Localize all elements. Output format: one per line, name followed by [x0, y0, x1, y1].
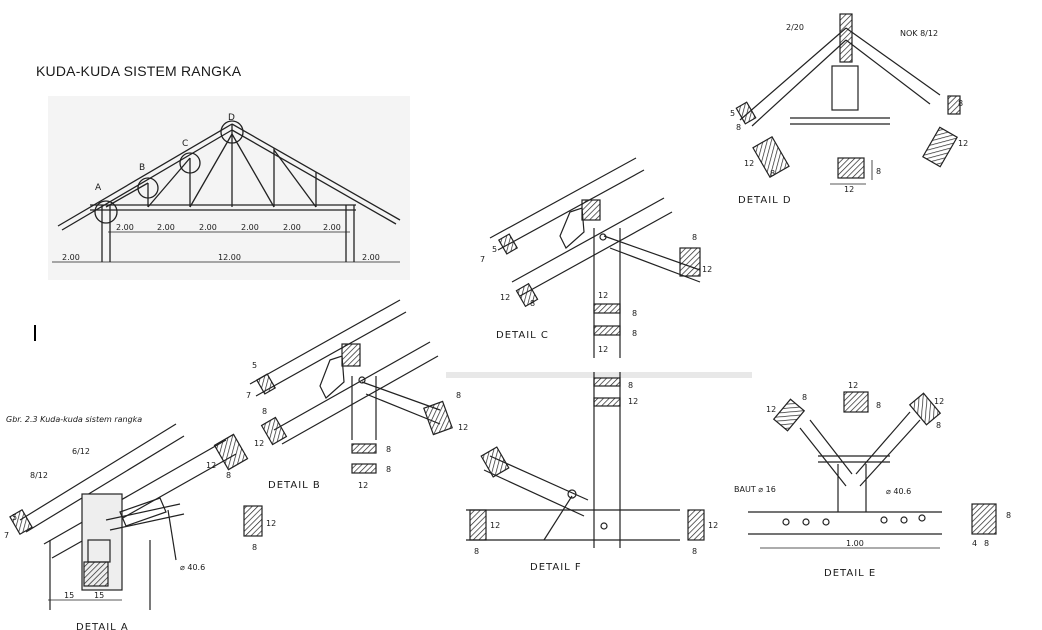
dim: 8 [770, 169, 775, 178]
dim: 8 [692, 547, 697, 556]
dim: 8 [226, 471, 231, 480]
dim: 7 [246, 391, 251, 400]
overhang-right-dim: 2.00 [362, 253, 380, 262]
dim: 8 [474, 547, 479, 556]
dim: 8 [936, 421, 941, 430]
dim: 12 [844, 185, 854, 194]
truss-node-labels: A B C D [95, 113, 235, 193]
node-label-a: A [95, 183, 102, 193]
detail-f-dimensions: 8 12 8 12 8 12 DETAIL F [474, 381, 718, 573]
detail-e-dimensions: BAUT ⌀ 16 12 8 12 8 12 8 ⌀ 40.6 1.00 4 8… [734, 381, 1011, 579]
dim: 8 [876, 401, 881, 410]
dim: 12 [254, 439, 264, 448]
dim: 8 [1006, 511, 1011, 520]
overhang-left-dim: 2.00 [62, 253, 80, 262]
dim: 8 [736, 123, 741, 132]
node-label-c: C [182, 139, 188, 149]
truss-dimensions: 2.00 2.00 2.00 2.00 2.00 2.00 2.00 12.00… [62, 223, 380, 262]
bay-dim: 2.00 [116, 223, 134, 232]
dim: 4 [972, 539, 977, 548]
dim: 12 [702, 265, 712, 274]
dim: 8 [530, 299, 535, 308]
dim: 8 [984, 539, 989, 548]
detail-d-label: DETAIL D [738, 195, 792, 206]
dim: 12 [598, 291, 608, 300]
span-dim: 12.00 [218, 253, 241, 262]
bay-dim: 2.00 [283, 223, 301, 232]
node-label-b: B [139, 163, 145, 173]
detail-d-dimensions: 2/20 NOK 8/12 5 8 12 8 12 8 8 12 DETAIL … [730, 23, 968, 206]
dim: 12 [744, 159, 754, 168]
dim: 12 [934, 397, 944, 406]
dim: 8 [262, 407, 267, 416]
dim: 12 [266, 519, 276, 528]
member-size-label: 8/12 [30, 471, 48, 480]
dim: 5 [12, 513, 17, 522]
bay-dim: 2.00 [199, 223, 217, 232]
detail-e-drawing [748, 391, 997, 549]
ridge-slope-label: 2/20 [786, 23, 804, 32]
detail-e-label: DETAIL E [824, 568, 876, 579]
node-label-d: D [228, 113, 235, 123]
detail-a-label: DETAIL A [76, 622, 129, 630]
dim: 12 [206, 461, 216, 470]
dim: 8 [628, 381, 633, 390]
dim: 8 [692, 233, 697, 242]
dim: 12 [628, 397, 638, 406]
dim: 8 [456, 391, 461, 400]
dim: 15 [94, 591, 104, 600]
detail-a-drawing [9, 423, 263, 610]
dim: 7 [480, 255, 485, 264]
dim: 12 [958, 139, 968, 148]
drawing-title: KUDA-KUDA SISTEM RANGKA [36, 63, 242, 79]
bay-dim: 2.00 [323, 223, 341, 232]
dim: 8 [386, 445, 391, 454]
dim: 12 [490, 521, 500, 530]
dim: 12 [708, 521, 718, 530]
dim: 8 [386, 465, 391, 474]
dim: 12 [500, 293, 510, 302]
detail-c-drawing [489, 157, 701, 358]
dim: 5 [252, 361, 257, 370]
figure-caption: Gbr. 2.3 Kuda-kuda sistem rangka [6, 415, 142, 424]
detail-c-label: DETAIL C [496, 330, 549, 341]
dim: 8 [958, 99, 963, 108]
dim: 12 [766, 405, 776, 414]
dim: 1.00 [846, 539, 864, 548]
text-cursor [34, 325, 36, 341]
dim: 12 [358, 481, 368, 490]
bolt-size-label: ⌀ 40.6 [886, 487, 911, 496]
detail-b-label: DETAIL B [268, 480, 321, 491]
detail-a-dimensions: 15 15 8/12 6/12 12 8 5 7 12 8 ⌀ 40.6 Gbr… [4, 415, 276, 630]
detail-b-drawing [249, 299, 453, 474]
dim: 5 [730, 109, 735, 118]
detail-f-label: DETAIL F [530, 562, 582, 573]
dim: 8 [876, 167, 881, 176]
bolt-label: BAUT ⌀ 16 [734, 485, 776, 494]
nok-label: NOK 8/12 [900, 29, 938, 38]
dim: 12 [848, 381, 858, 390]
bolt-size-label: ⌀ 40.6 [180, 563, 205, 572]
dim: 12 [458, 423, 468, 432]
detail-f-drawing [446, 372, 752, 548]
detail-d-drawing [735, 13, 961, 185]
detail-c-dimensions: 7 5 12 8 8 12 12 8 8 12 DETAIL C [480, 233, 712, 354]
dim: 12 [598, 345, 608, 354]
truss-elevation [48, 96, 410, 280]
detail-b-dimensions: 5 7 8 12 8 12 8 8 12 DETAIL B [246, 361, 468, 491]
dim: 8 [252, 543, 257, 552]
dim: 7 [4, 531, 9, 540]
dim: 15 [64, 591, 74, 600]
dim: 8 [632, 329, 637, 338]
dim: 8 [802, 393, 807, 402]
bay-dim: 2.00 [157, 223, 175, 232]
dim: 8 [632, 309, 637, 318]
dim: 5 [492, 245, 497, 254]
bay-dim: 2.00 [241, 223, 259, 232]
member-size-label: 6/12 [72, 447, 90, 456]
